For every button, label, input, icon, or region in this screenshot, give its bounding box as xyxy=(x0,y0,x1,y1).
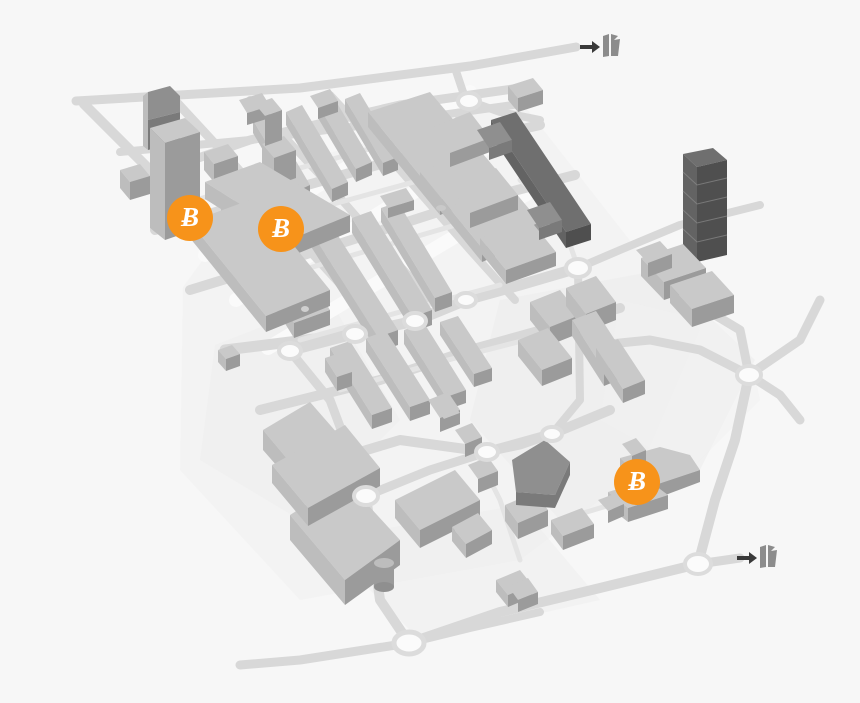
roundabout-center xyxy=(402,311,428,331)
building-strip-c2 xyxy=(366,331,430,421)
building-se-4 xyxy=(598,494,624,523)
bitcoin-marker-west[interactable]: Ƀ xyxy=(167,195,213,241)
building-rc-5 xyxy=(596,339,645,403)
building-nw-outbuilding xyxy=(218,345,240,371)
building-center-block xyxy=(480,220,556,284)
roundabout-north xyxy=(456,91,482,111)
building-bottom-right-small xyxy=(508,578,538,612)
bitcoin-icon: Ƀ xyxy=(627,465,646,496)
building-east-3 xyxy=(636,241,672,277)
building-small-c7 xyxy=(455,423,482,457)
road-bottom-left xyxy=(235,638,414,670)
building-sc-bar xyxy=(395,470,480,548)
roundabout-east xyxy=(735,364,763,386)
roundabout-center-south xyxy=(474,442,500,462)
road-bottom-right xyxy=(405,608,544,647)
roundabout-east-upper xyxy=(564,257,592,279)
building-misc-dots-2 xyxy=(301,306,309,312)
building-sc-small-1 xyxy=(452,513,492,558)
building-strip-b4 xyxy=(381,202,452,312)
exit-gate-right xyxy=(611,34,620,56)
road-north-boundary xyxy=(71,42,581,106)
building-strip-c4 xyxy=(440,316,492,387)
roundabout-bottom xyxy=(391,629,427,657)
exit-marker-south[interactable] xyxy=(735,541,779,573)
exit-gate-left xyxy=(760,545,766,568)
buildings-right-center[interactable] xyxy=(518,276,645,403)
building-strip-c5 xyxy=(325,353,352,391)
exit-gate-right xyxy=(768,545,777,567)
exit-gate-icon xyxy=(737,545,777,568)
road-east-loop xyxy=(693,370,754,569)
building-strip-a2 xyxy=(286,105,348,202)
building-sw-silo xyxy=(374,558,394,592)
roundabout-southwest xyxy=(352,485,380,507)
buildings-center-mass[interactable] xyxy=(368,92,556,284)
building-dark-long-spur-2[interactable] xyxy=(527,202,562,240)
road-south-boundary xyxy=(404,559,703,648)
roundabout-west xyxy=(277,341,303,361)
exit-gate-icon xyxy=(580,34,620,57)
building-east-2 xyxy=(670,271,734,327)
building-misc-dots-1 xyxy=(436,200,465,211)
roundabout-center-west xyxy=(342,324,368,344)
exit-arrow-icon xyxy=(737,552,757,564)
building-center-wing xyxy=(430,112,490,167)
building-small-c8 xyxy=(436,402,460,430)
exit-marker-north[interactable] xyxy=(578,30,622,62)
exit-arrow-icon xyxy=(580,41,600,53)
road-east-inner xyxy=(595,335,754,380)
road-south-link xyxy=(361,447,492,501)
building-center-slab xyxy=(448,168,518,228)
building-small-c9 xyxy=(468,457,498,493)
bitcoin-marker-southeast[interactable]: Ƀ xyxy=(614,459,660,505)
buildings-east[interactable] xyxy=(636,241,734,327)
buildings-southwest[interactable] xyxy=(263,402,594,612)
roundabout-center-upper xyxy=(454,291,478,309)
building-nw-foreground-slab xyxy=(190,198,330,332)
building-strip-a3 xyxy=(318,98,372,182)
roundabout-nodes[interactable] xyxy=(277,91,763,657)
building-nw-annex-1 xyxy=(120,164,150,200)
bitcoin-marker-central[interactable]: Ƀ xyxy=(258,206,304,252)
buildings-misc[interactable] xyxy=(301,78,543,312)
building-cap-a2 xyxy=(310,89,338,119)
building-sw-slab xyxy=(272,425,380,526)
building-dark-long-spur-1[interactable] xyxy=(477,122,512,160)
building-nw-annex-4 xyxy=(255,98,282,146)
building-tower-dark[interactable] xyxy=(682,148,728,262)
building-rc-3 xyxy=(518,328,572,386)
bitcoin-icon: Ƀ xyxy=(180,201,199,232)
roundabout-southeast xyxy=(683,552,713,576)
roundabout-south-center xyxy=(540,425,564,443)
building-cap-b1 xyxy=(380,188,414,218)
building-sc-small-3 xyxy=(551,508,594,550)
building-dark-pentagon[interactable] xyxy=(512,440,570,508)
bitcoin-icon: Ƀ xyxy=(271,212,290,243)
road-east-upper-loop xyxy=(744,295,825,380)
building-misc-north-1 xyxy=(508,78,543,112)
exit-gate-left xyxy=(603,34,609,57)
